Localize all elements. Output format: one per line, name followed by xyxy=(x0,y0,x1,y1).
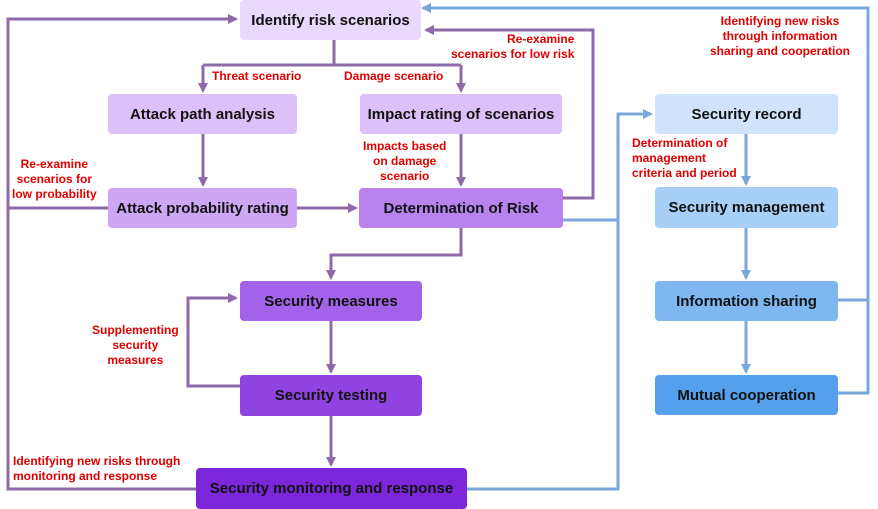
arrow-supplementing xyxy=(186,293,240,388)
node-label: Security measures xyxy=(264,292,398,310)
node-label: Security management xyxy=(668,199,825,216)
node-security-monitoring-and-response: Security monitoring and response xyxy=(196,468,467,509)
label-threat-scenario: Threat scenario xyxy=(212,69,302,83)
arrow-reexamine-low-risk xyxy=(424,25,595,200)
label-reexamine-low-probability: Re-examine scenarios for low probability xyxy=(12,157,97,201)
label-determination-criteria: Determination of management criteria and… xyxy=(632,136,737,180)
node-label: Information sharing xyxy=(676,292,817,310)
node-label: Determination of Risk xyxy=(383,199,539,217)
node-mutual-cooperation: Mutual cooperation xyxy=(655,375,838,415)
node-label: Mutual cooperation xyxy=(677,386,816,404)
label-supplementing-security-measures: Supplementing security measures xyxy=(92,323,179,367)
node-attack-probability-rating: Attack probability rating xyxy=(108,188,297,228)
label-reexamine-low-risk: Re-examine scenarios for low risk xyxy=(451,32,575,61)
node-label: Attack path analysis xyxy=(129,105,276,123)
arrow-identify-split xyxy=(203,40,461,67)
node-attack-path-analysis: Attack path analysis xyxy=(108,94,297,134)
node-label: Security monitoring and response xyxy=(209,480,454,497)
node-information-sharing: Information sharing xyxy=(655,281,838,321)
node-identify-risk-scenarios: Identify risk scenarios xyxy=(240,0,421,40)
arrow-determination-to-record xyxy=(563,109,653,222)
node-label: Identify risk scenarios xyxy=(251,11,410,29)
node-label: Attack probability rating xyxy=(116,199,289,217)
node-label: Impact rating of scenarios xyxy=(367,105,555,123)
node-security-record: Security record xyxy=(655,94,838,134)
node-security-management: Security management xyxy=(655,187,838,228)
arrow-monitoring-to-record xyxy=(467,220,620,491)
node-security-testing: Security testing xyxy=(240,375,422,416)
label-new-risks-sharing: Identifying new risks through informatio… xyxy=(710,14,851,58)
node-label: Security testing xyxy=(274,387,388,404)
node-security-measures: Security measures xyxy=(240,281,422,321)
node-impact-rating: Impact rating of scenarios xyxy=(360,94,562,134)
label-damage-scenario: Damage scenario xyxy=(344,69,444,83)
node-determination-of-risk: Determination of Risk xyxy=(359,188,563,228)
arrow-sharing-new-risks xyxy=(421,3,870,302)
arrow-monitoring-new-risks xyxy=(6,14,238,491)
label-impacts-based: Impacts based on damage scenario xyxy=(363,139,447,183)
arrow-cooperation-new-risks xyxy=(838,300,870,395)
node-label: Security record xyxy=(691,105,802,123)
arrow-determination-to-measures xyxy=(326,228,463,280)
label-new-risks-monitoring: Identifying new risks through monitoring… xyxy=(13,454,181,483)
